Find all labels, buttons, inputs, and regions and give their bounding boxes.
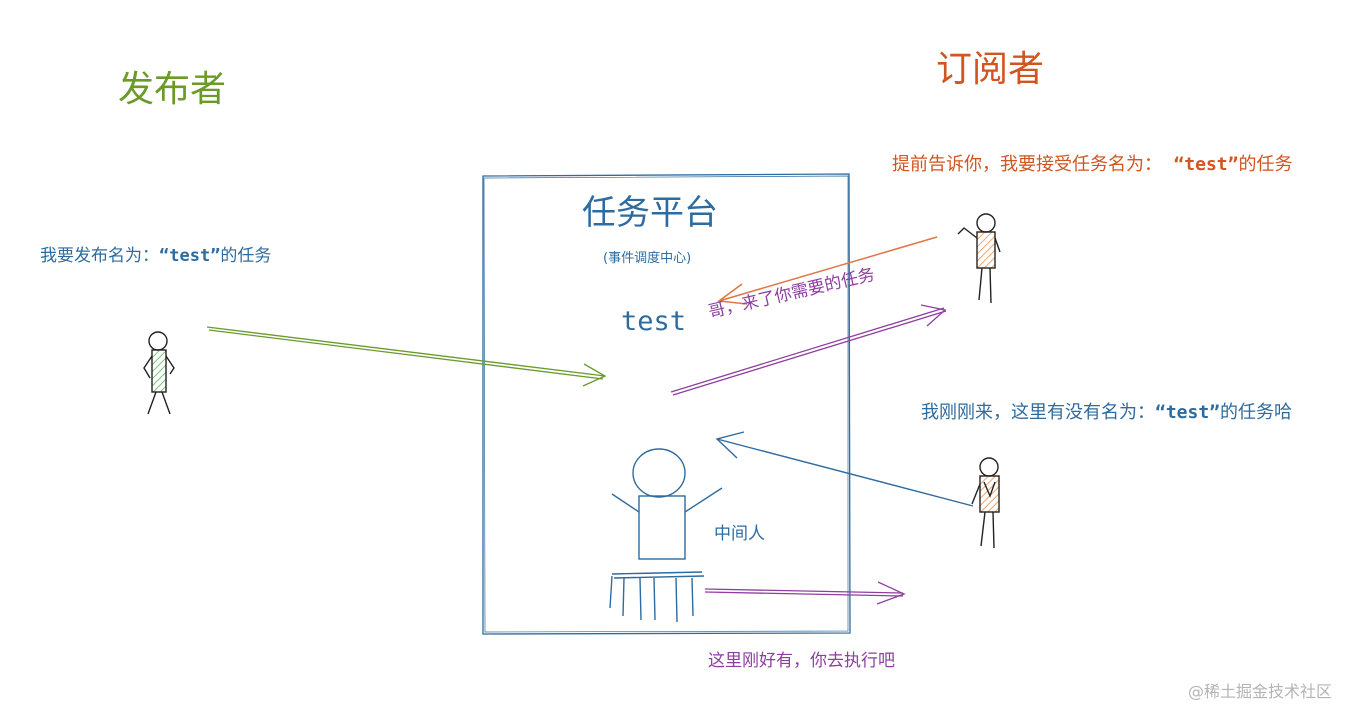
newcomer-figure — [971, 457, 1000, 549]
subscriber-message-text: 提前告诉你，我要接受任务名为： — [892, 154, 1162, 175]
publisher-message-text: 我要发布名为： — [40, 246, 159, 266]
middleman-label: 中间人 — [714, 524, 765, 544]
subscriber-message-tail: 的任务 — [1238, 154, 1293, 175]
watermark: @稀土掘金技术社区 — [1188, 682, 1333, 701]
subscriber-title: 订阅者 — [936, 49, 1045, 90]
subscriber-figure — [957, 213, 1001, 304]
newcomer-arrow — [715, 431, 974, 507]
platform-box — [482, 173, 851, 635]
topic-label: test — [621, 306, 687, 337]
subscriber-message: 提前告诉你，我要接受任务名为： “test”的任务 — [892, 156, 1292, 174]
subscribe-arrow — [717, 236, 938, 305]
newcomer-message-text: 我刚刚来，这里有没有名为： — [921, 402, 1155, 423]
publisher-message-tail: 的任务 — [220, 246, 272, 266]
reply-message: 这里刚好有，你去执行吧 — [708, 651, 895, 671]
subscriber-message-topic: “test” — [1173, 154, 1239, 175]
platform-subtitle: (事件调度中心) — [603, 251, 692, 266]
newcomer-message-tail: 的任务哈 — [1220, 402, 1293, 423]
publisher-message: 我要发布名为：“test”的任务 — [40, 248, 271, 265]
platform-title: 任务平台 — [582, 193, 718, 233]
publisher-message-topic: “test” — [159, 246, 221, 266]
publisher-figure — [143, 331, 175, 415]
newcomer-message: 我刚刚来，这里有没有名为：“test”的任务哈 — [921, 404, 1292, 422]
reply-arrow — [704, 581, 906, 605]
notify-arrow — [670, 304, 947, 396]
middleman-figure — [609, 448, 723, 623]
publish-arrow — [206, 326, 607, 387]
publisher-title: 发布者 — [118, 69, 227, 110]
newcomer-message-topic: “test” — [1155, 402, 1221, 423]
